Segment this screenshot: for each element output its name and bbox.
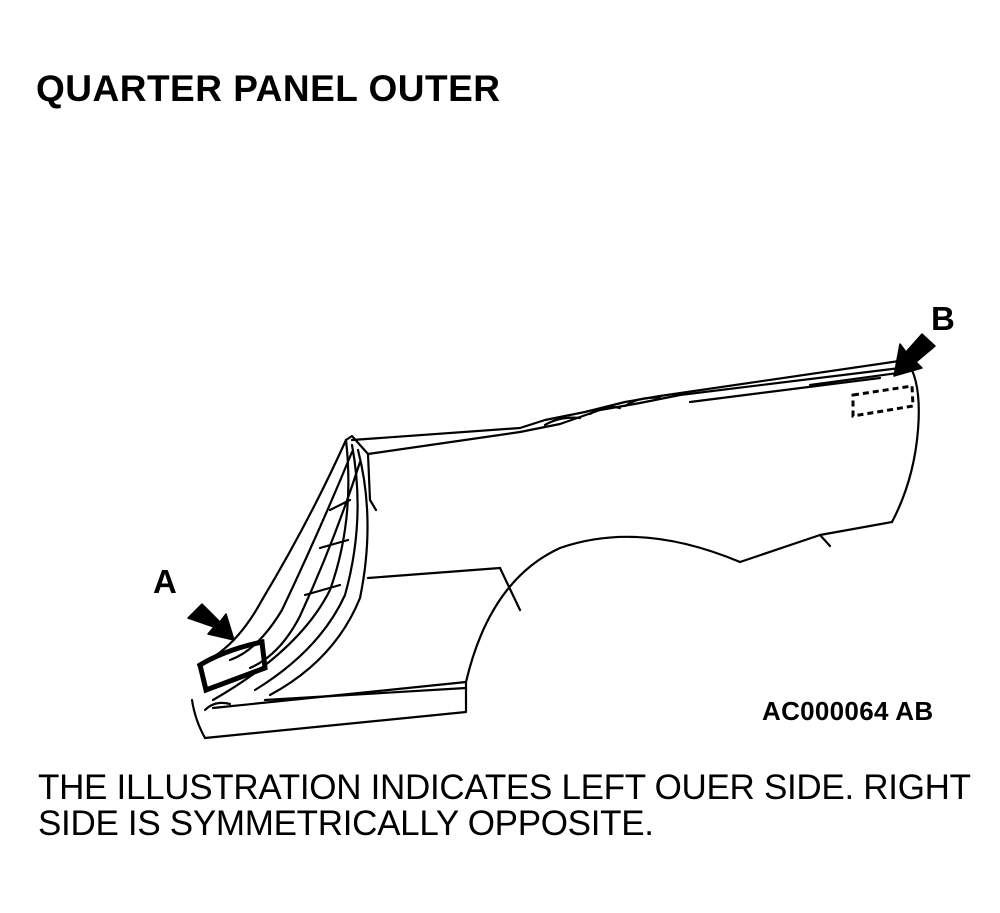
pillar-front-1 [196,438,348,667]
callout-b-label: B [931,300,955,337]
rear-upper-crease [808,370,907,387]
wheel-arch [464,535,742,684]
callout-a-label: A [153,563,177,600]
pillar-inner-1 [253,443,359,692]
arrow-a-icon [187,603,235,641]
note-line-2: SIDE IS SYMMETRICALLY OPPOSITE. [38,804,654,843]
wheel-arch-flange [818,533,832,548]
pillar-front-2 [228,450,354,662]
figure-code: AC000064 AB [762,696,934,726]
pillar-top-cap [344,434,378,512]
illustration-note: THE ILLUSTRATION INDICATES LEFT OUER SID… [38,770,983,842]
pillar-front-3 [248,460,362,670]
wheel-arch-inner [498,566,522,612]
panel-mid-line [366,566,502,580]
area-a-outline [197,638,268,694]
rocker-bottom [203,680,468,740]
rocker-mid [263,686,468,702]
note-line-1: THE ILLUSTRATION INDICATES LEFT OUER SID… [38,768,971,807]
panel-top-bumps [543,396,662,427]
panel-top-inner-edge [366,366,902,456]
rocker-front [190,698,232,740]
pillar-inner-2 [268,448,369,697]
rear-mid-crease [688,376,882,404]
arrow-b-icon [893,333,936,377]
panel-top-edge [350,358,908,442]
panel-rear-edge [890,358,920,524]
pillar-cross-1 [303,498,352,597]
area-b-outline [851,384,915,418]
diagram-title: QUARTER PANEL OUTER [36,68,501,109]
panel-lower-rear-line [738,520,894,564]
